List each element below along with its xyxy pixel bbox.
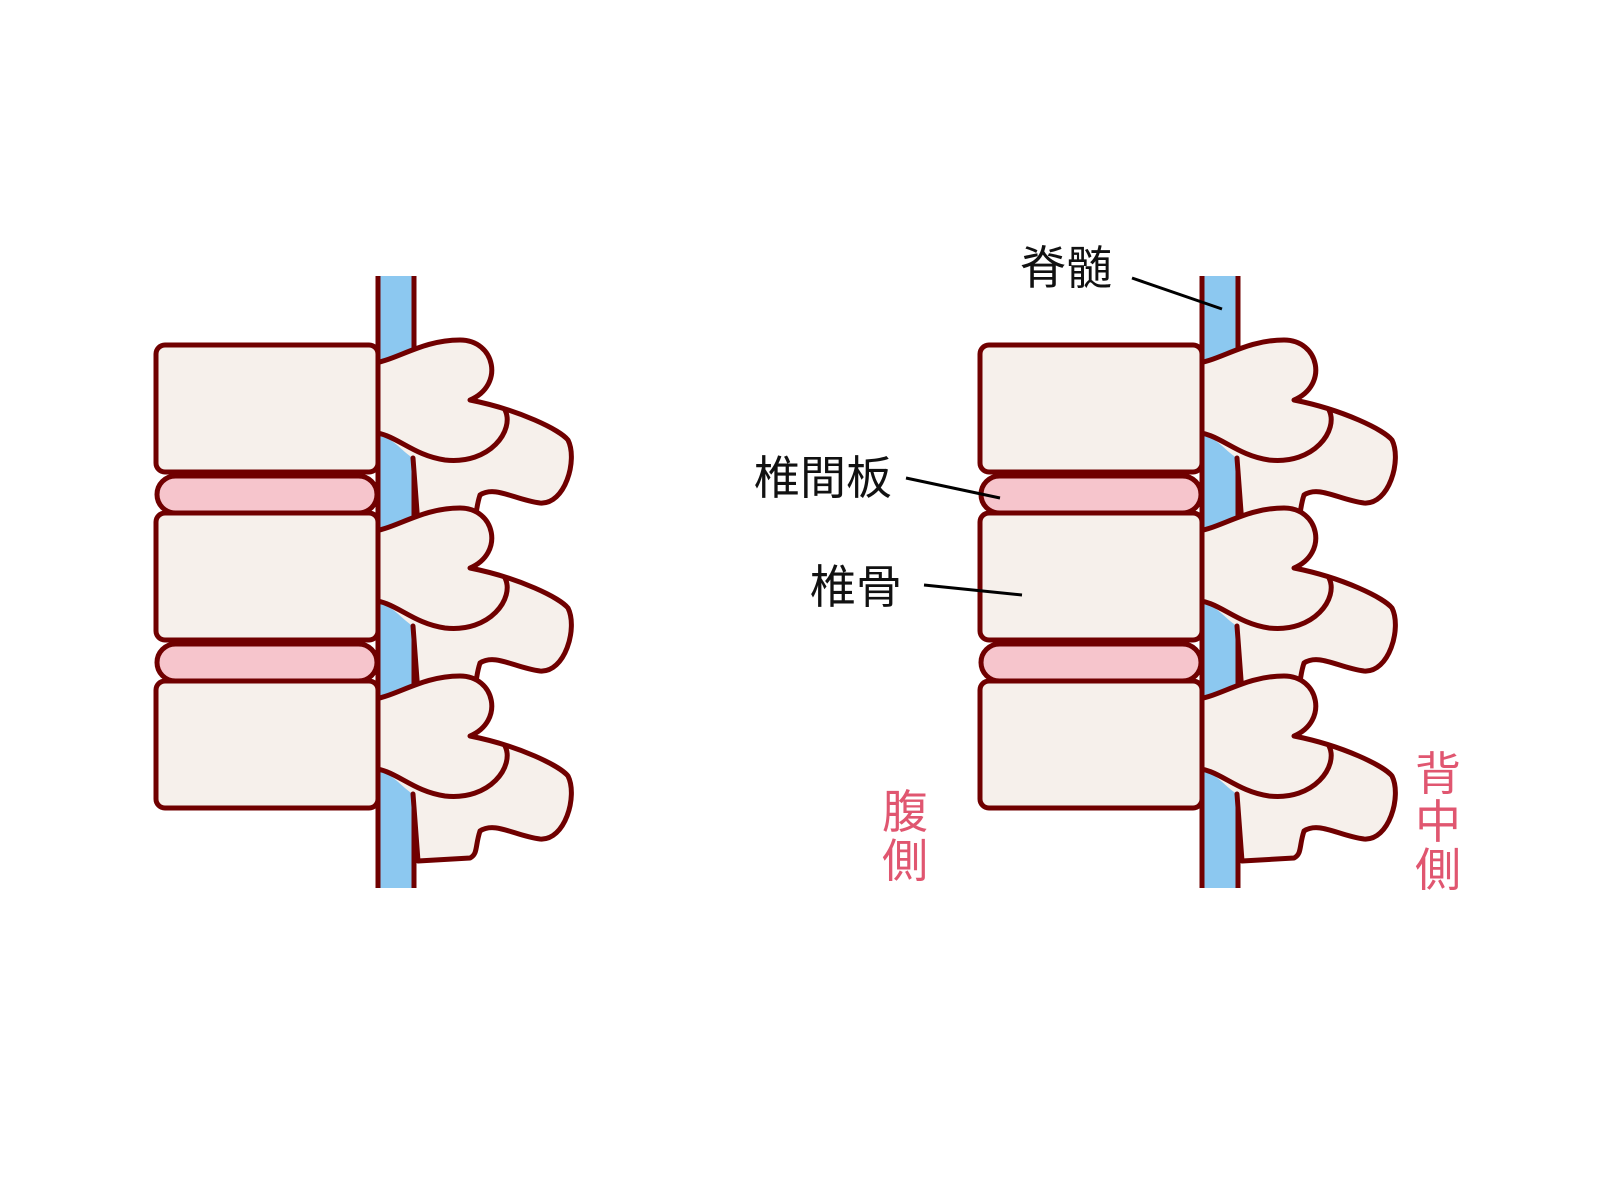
leader-vertebra <box>923 583 1023 597</box>
leader-disc <box>905 476 1001 500</box>
label-dorsal-side: 背 中 側 <box>1415 747 1461 897</box>
dorsal-char: 背 <box>1415 747 1461 801</box>
label-ventral-side: 腹 側 <box>882 785 928 888</box>
ventral-char: 腹 <box>882 785 928 839</box>
spine-left <box>156 276 571 888</box>
dorsal-char: 側 <box>1415 843 1461 897</box>
spine-right <box>980 276 1395 888</box>
label-vertebra: 椎骨 <box>810 560 902 614</box>
label-spinal-cord: 脊髄 <box>1020 241 1112 295</box>
label-intervertebral-disc: 椎間板 <box>754 451 892 505</box>
dorsal-char: 中 <box>1415 795 1461 849</box>
leader-spinal-cord <box>1131 276 1223 311</box>
ventral-char: 側 <box>882 834 928 888</box>
